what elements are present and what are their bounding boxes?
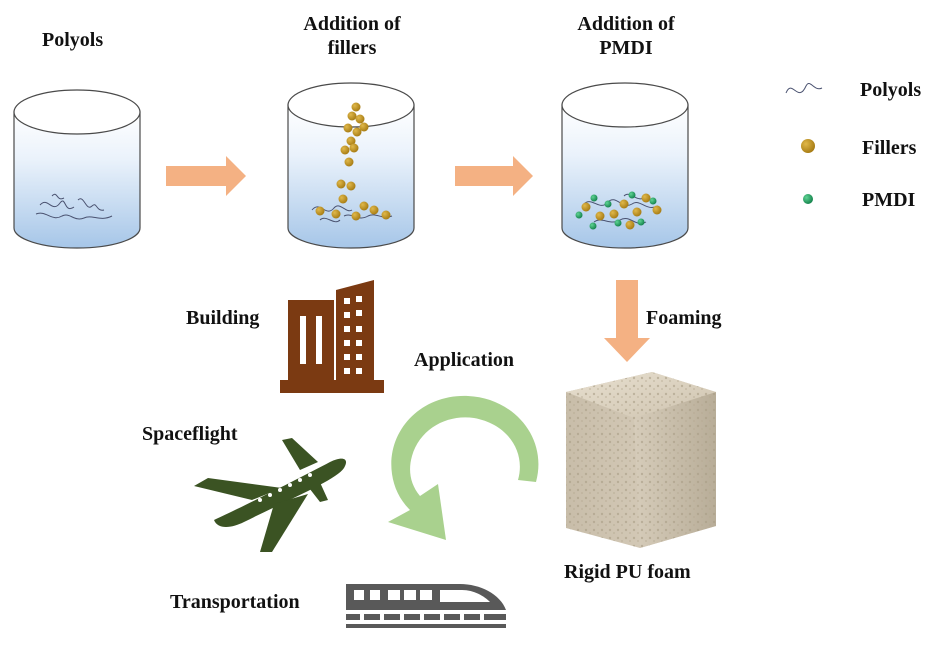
application-label: Application — [414, 349, 515, 371]
transportation-label: Transportation — [170, 591, 300, 613]
foaming-arrow — [604, 280, 650, 362]
filler-particles — [315, 102, 391, 221]
process-arrow — [455, 156, 533, 196]
polyol-squiggle-icon — [785, 83, 823, 94]
cycle-arrow-icon — [388, 395, 539, 540]
pmdi-dot-icon — [803, 194, 813, 204]
step-label-polyols: Polyols — [42, 29, 104, 51]
pmdi-particles — [575, 191, 657, 230]
step-label-pmdi: Addition of PMDI — [556, 12, 696, 60]
spaceflight-label: Spaceflight — [142, 423, 238, 445]
product-label: Rigid PU foam — [564, 561, 691, 583]
process-arrow — [166, 156, 246, 196]
foam-cube-icon — [566, 372, 716, 548]
beaker-polyols — [13, 89, 141, 249]
building-icon — [280, 280, 384, 393]
step-label-line: PMDI — [599, 37, 653, 59]
airplane-icon — [194, 438, 347, 552]
building-label: Building — [186, 307, 260, 329]
step-label-line: Addition of — [303, 13, 401, 35]
step-label-fillers: Addition of fillers — [282, 12, 422, 60]
step-label-line: Addition of — [577, 13, 675, 35]
legend-label-polyols: Polyols — [860, 79, 922, 101]
beaker-fillers — [287, 82, 415, 249]
step-label-line: fillers — [327, 37, 377, 59]
legend-label-pmdi: PMDI — [862, 189, 916, 211]
filler-dot-icon — [801, 139, 815, 153]
beaker-pmdi — [561, 82, 689, 249]
foaming-label: Foaming — [646, 307, 722, 329]
legend — [785, 83, 823, 204]
filler-particles — [581, 193, 662, 230]
legend-label-fillers: Fillers — [862, 137, 917, 159]
train-icon — [346, 584, 506, 628]
polyol-squiggle-icon — [35, 193, 113, 220]
